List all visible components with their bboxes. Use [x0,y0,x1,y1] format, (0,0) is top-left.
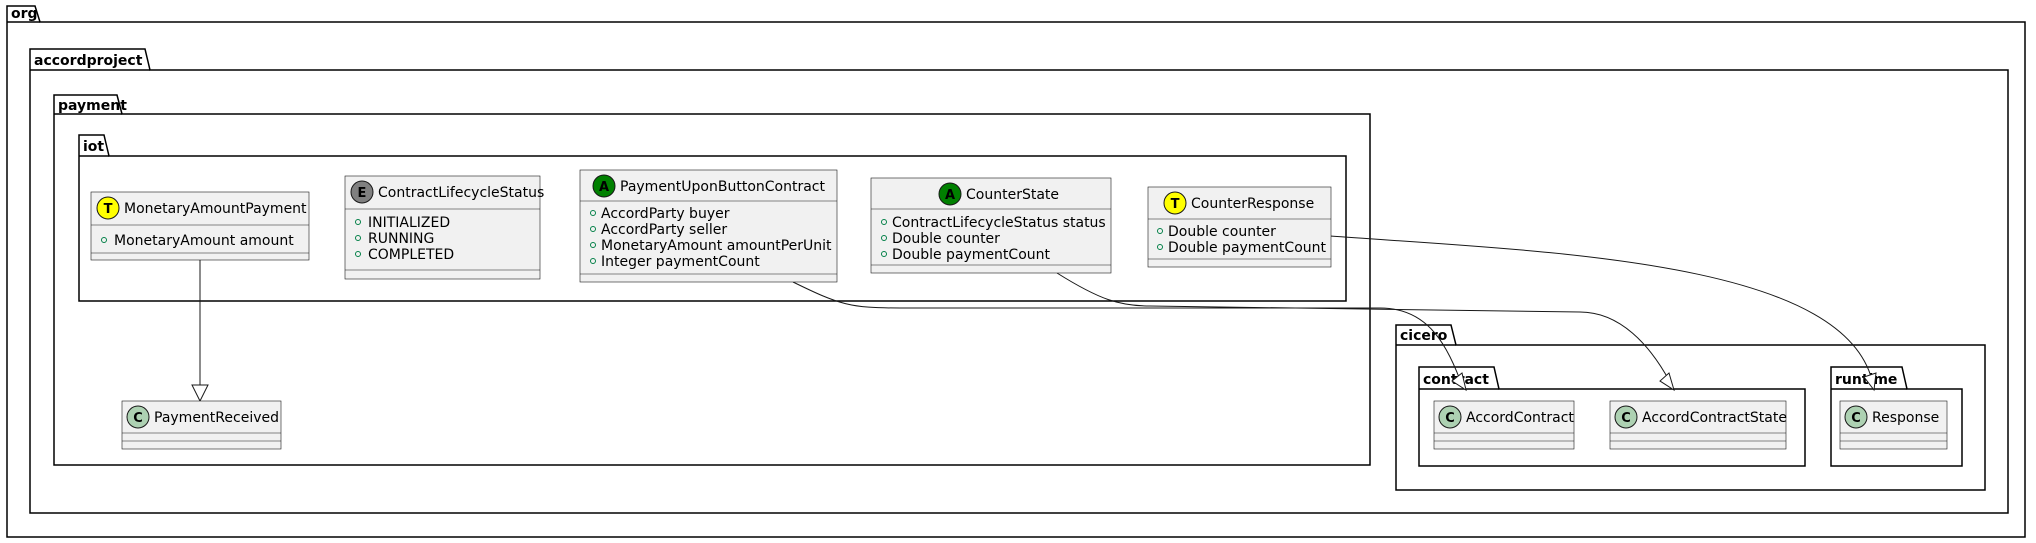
stereotype-letter: A [599,180,609,195]
class-monetary-amount-payment[interactable]: T MonetaryAmountPayment MonetaryAmount a… [90,191,310,261]
stereotype-letter: T [1171,197,1180,212]
class-name: CounterState [966,187,1059,203]
class-member: AccordParty seller [601,222,727,238]
package-org-label: org [11,6,38,22]
class-accord-contract-state[interactable]: C AccordContractState [1609,400,1787,450]
stereotype-badge [1844,405,1868,429]
relation-payment-upon-button-contract-to-accord-contract [792,281,1467,392]
stereotype-badge [1163,191,1187,215]
stereotype-letter: C [1851,411,1861,426]
package-iot: iot [78,134,1347,302]
package-accordproject: accordproject [29,48,2009,514]
class-member: RUNNING [368,231,434,247]
class-name: MonetaryAmountPayment [124,201,307,217]
class-counter-response[interactable]: T CounterResponse Double counter Double … [1147,186,1332,268]
package-cicero-label: cicero [1400,328,1448,344]
stereotype-badge [1614,405,1638,429]
stereotype-letter: C [1445,411,1455,426]
stereotype-letter: C [133,411,143,426]
class-member: Double paymentCount [1168,240,1327,256]
class-payment-upon-button-contract[interactable]: A PaymentUponButtonContract AccordParty … [579,169,838,283]
class-name: AccordContract [1466,410,1574,426]
class-name: ContractLifecycleStatus [378,185,544,201]
class-name: Response [1872,410,1939,426]
stereotype-badge [96,196,120,220]
class-member: ContractLifecycleStatus status [892,215,1106,231]
stereotype-letter: T [104,202,113,217]
class-name: CounterResponse [1191,196,1314,212]
class-member: Double counter [892,231,1000,247]
package-payment: payment [53,94,1371,466]
stereotype-badge [592,174,616,198]
package-accordproject-label: accordproject [34,53,143,69]
class-contract-lifecycle-status[interactable]: E ContractLifecycleStatus INITIALIZED RU… [344,175,544,280]
stereotype-badge [350,180,374,204]
relation-counter-state-to-accord-contract-state [1056,272,1675,392]
stereotype-badge [126,405,150,429]
class-response[interactable]: C Response [1839,400,1948,450]
package-payment-label: payment [58,98,127,114]
class-name: PaymentReceived [154,410,279,426]
stereotype-badge [938,182,962,206]
class-member: INITIALIZED [368,215,450,231]
class-member: COMPLETED [368,247,454,263]
class-member: Integer paymentCount [601,254,760,270]
class-member: Double counter [1168,224,1276,240]
class-member: MonetaryAmount amount [114,233,294,249]
package-org: org [6,5,2026,538]
stereotype-badge [1438,405,1462,429]
class-member: Double paymentCount [892,247,1051,263]
class-payment-received[interactable]: C PaymentReceived [121,400,282,450]
relation-counter-response-to-response [1329,235,1877,392]
relation-monetary-amount-payment-to-payment-received [191,260,209,403]
stereotype-letter: E [358,186,367,201]
class-accord-contract[interactable]: C AccordContract [1433,400,1574,450]
package-iot-label: iot [83,139,104,155]
class-member: MonetaryAmount amountPerUnit [601,238,832,254]
class-member: AccordParty buyer [601,206,730,222]
class-counter-state[interactable]: A CounterState ContractLifecycleStatus s… [870,177,1112,274]
stereotype-letter: C [1621,411,1631,426]
class-name: AccordContractState [1642,410,1787,426]
stereotype-letter: A [945,188,955,203]
class-name: PaymentUponButtonContract [620,179,825,195]
package-cicero: cicero [1395,324,1986,491]
